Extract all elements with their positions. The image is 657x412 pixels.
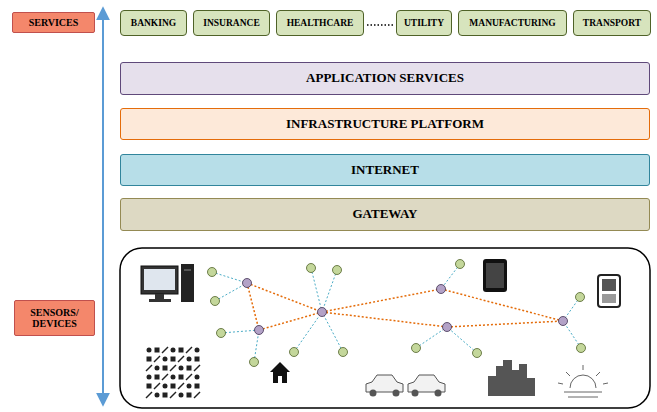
service-box: TRANSPORT	[573, 10, 651, 36]
layer-band: GATEWAY	[120, 198, 650, 231]
car-icons	[366, 375, 445, 397]
node-text: HEALTHCARE	[287, 18, 354, 29]
service-box: BANKING	[120, 10, 187, 36]
scale-arrow	[102, 9, 104, 404]
house-icon	[270, 362, 290, 383]
sensor-icons	[146, 347, 200, 398]
node-text: INFRASTRUCTURE PLATFORM	[286, 117, 484, 132]
node-text: UTILITY	[404, 18, 444, 29]
phone-icon	[598, 275, 620, 307]
service-box: UTILITY	[396, 10, 452, 36]
node-text: SENSORS/ DEVICES	[25, 307, 85, 330]
layer-band: APPLICATION SERVICES	[120, 62, 650, 95]
tablet-icon	[483, 259, 507, 292]
node-text: MANUFACTURING	[469, 18, 555, 29]
sun-icon	[558, 365, 608, 397]
layer-band: INFRASTRUCTURE PLATFORM	[120, 108, 650, 140]
node-text: GATEWAY	[352, 207, 417, 222]
layer-band: INTERNET	[120, 154, 650, 186]
service-box: INSURANCE	[193, 10, 270, 36]
computer-icon	[141, 264, 194, 302]
node-text: INTERNET	[351, 163, 419, 178]
city-icon	[488, 360, 535, 396]
node-text: INSURANCE	[203, 18, 259, 29]
sensor-network	[208, 260, 586, 367]
service-box: MANUFACTURING	[458, 10, 567, 36]
layer-label: SENSORS/ DEVICES	[14, 300, 95, 336]
node-text: TRANSPORT	[583, 18, 641, 29]
layer-label: SERVICES	[12, 12, 95, 33]
ellipsis-dots	[367, 24, 393, 26]
node-text: SERVICES	[29, 17, 79, 29]
device-region	[120, 248, 650, 408]
node-text: BANKING	[131, 18, 176, 29]
node-text: APPLICATION SERVICES	[306, 71, 464, 86]
service-box: HEALTHCARE	[276, 10, 364, 36]
